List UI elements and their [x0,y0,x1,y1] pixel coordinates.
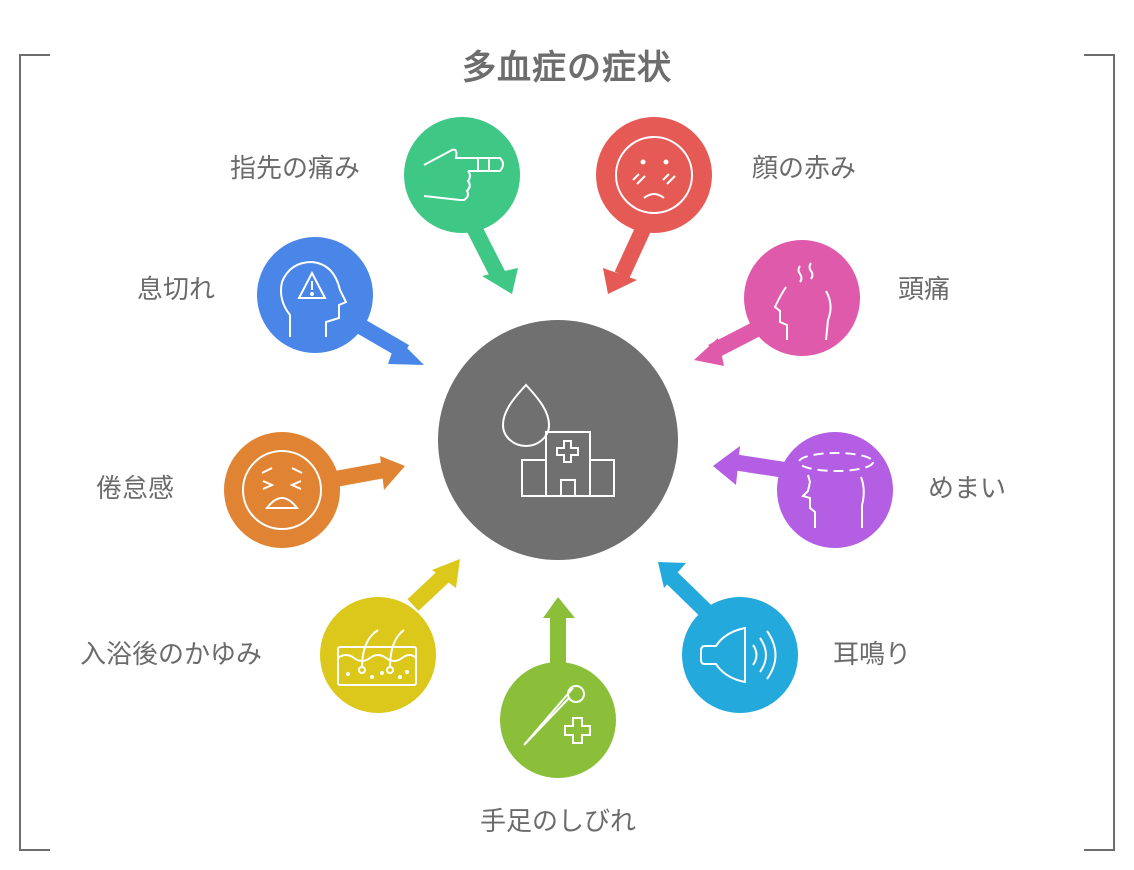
symptom-node-tinnitus [658,562,798,713]
label-fatigue: 倦怠感 [96,474,175,504]
frame-bracket-left [19,54,50,851]
center-node [438,320,678,560]
symptom-node-dizziness [713,432,893,548]
skin-hair-icon [337,629,417,686]
dizzy-head-icon [798,452,874,528]
pointing-finger-icon [423,148,504,201]
symptom-node-shortness-of-breath [257,237,424,365]
label-dizziness: めまい [928,474,1007,504]
label-finger-pain: 指先の痛み [230,154,361,184]
symptom-node-itching-after-bath [320,559,460,713]
label-numbness: 手足のしびれ [480,807,637,837]
head-warning-icon [280,260,348,337]
symptom-node-face-redness [596,117,712,294]
label-headache: 頭痛 [898,275,951,305]
thermometer-plus-icon [523,685,591,746]
label-face-redness: 顔の赤み [752,154,857,184]
flushed-face-icon [615,136,693,214]
page-title: 多血症の症状 [462,48,672,88]
label-itching-after-bath: 入浴後のかゆみ [80,640,263,670]
tired-face-icon [242,450,322,530]
symptom-node-fatigue [224,432,405,548]
label-shortness-of-breath: 息切れ [137,275,216,305]
label-tinnitus: 耳鳴り [833,640,912,670]
blood-drop-hospital-icon [501,383,615,497]
symptom-node-finger-pain [404,117,520,294]
frame-bracket-right [1084,54,1115,851]
steaming-head-icon [773,262,832,341]
speaker-sound-icon [700,626,777,684]
symptom-node-headache [694,240,860,366]
symptom-node-numbness [500,597,616,778]
